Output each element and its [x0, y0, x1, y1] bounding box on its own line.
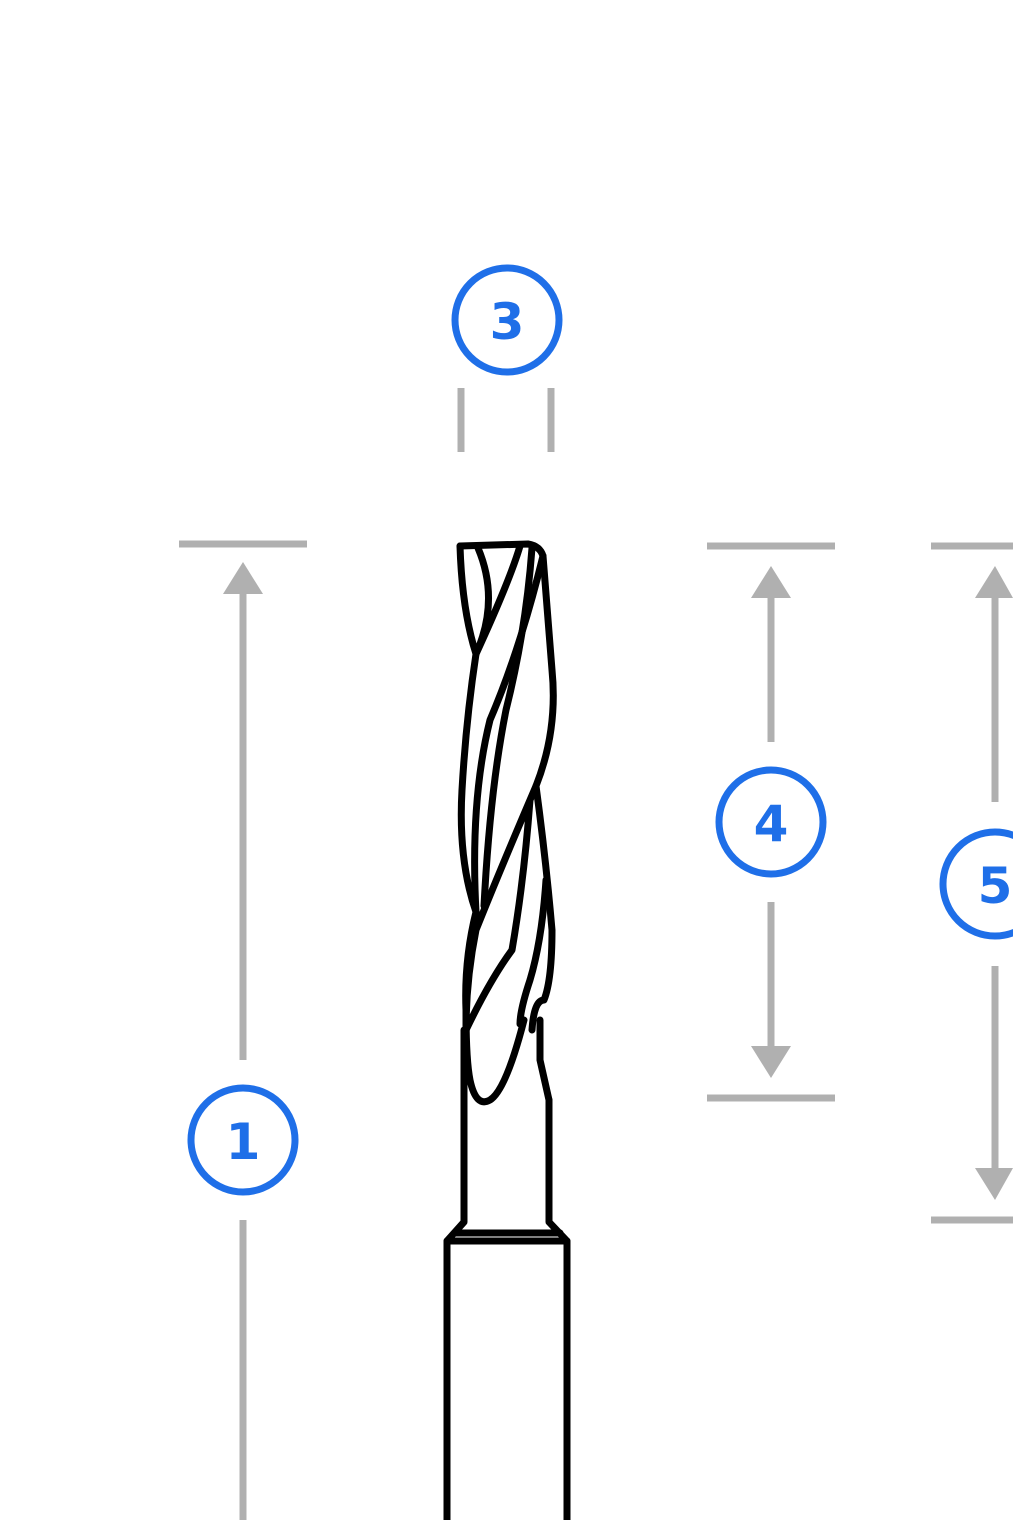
drill-bit-illustration — [443, 540, 571, 1520]
shank-chamfer — [443, 1096, 571, 1245]
callout-1-circle — [187, 1084, 299, 1196]
dimension-3-diameter — [457, 388, 555, 452]
overall-length-up-arrow — [223, 562, 263, 594]
flute-right-contour — [528, 552, 557, 1034]
flute-helix-2 — [480, 544, 536, 910]
flute-helix-5 — [516, 876, 550, 1028]
reach-length-up-arrow — [975, 566, 1013, 598]
tool-neck — [460, 1016, 553, 1104]
flute-length-down-arrow — [751, 1046, 791, 1078]
flute-helix-1 — [472, 542, 524, 658]
dimension-1-overall-length — [179, 540, 307, 1520]
callout-4-circle — [715, 766, 827, 878]
flute-helix-4 — [462, 782, 540, 1034]
dimension-4-flute-length — [707, 542, 835, 1102]
dimension-5-reach-length — [931, 542, 1013, 1224]
tool-shank — [443, 1237, 571, 1520]
flute-helix-3 — [471, 552, 547, 916]
callout-4: 4 — [715, 766, 827, 878]
reach-length-down-arrow — [975, 1168, 1013, 1200]
callout-1: 1 — [187, 1084, 299, 1196]
callout-3-label: 3 — [490, 293, 525, 351]
flute-length-up-arrow — [751, 566, 791, 598]
callout-3-circle — [451, 264, 563, 376]
callout-3: 3 — [451, 264, 563, 376]
callout-5-label: 5 — [978, 857, 1013, 915]
flute-left-contour — [456, 542, 528, 1106]
callout-1-label: 1 — [226, 1113, 261, 1171]
callout-5: 5 — [939, 828, 1013, 940]
callout-5-circle — [939, 828, 1013, 940]
callout-4-label: 4 — [754, 795, 789, 853]
